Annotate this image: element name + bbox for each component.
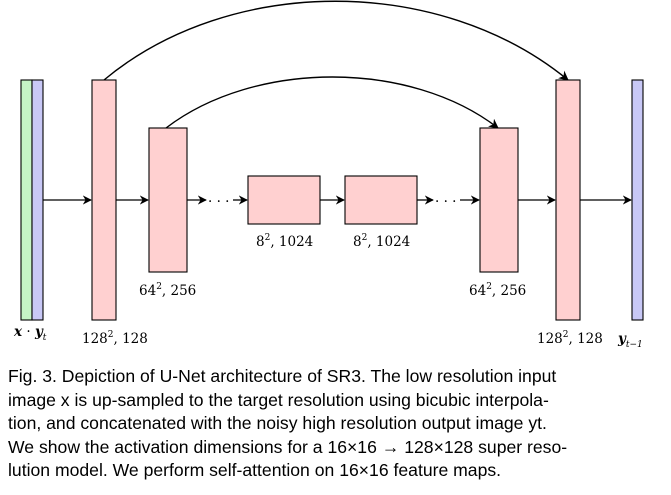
skip-arc-outer	[103, 0, 569, 81]
caption-line-3: tion, and concatenated with the noisy hi…	[8, 413, 547, 433]
label-mid2: 82, 1024	[353, 233, 410, 250]
caption-line-5: lution model. We perform self-attention …	[8, 460, 502, 480]
input-y-bar	[31, 79, 44, 321]
skip-arc-inner	[165, 76, 499, 129]
label-enc128: 1282, 128	[82, 330, 148, 347]
encoder-block-128	[91, 79, 117, 321]
figure-caption: Fig. 3. Depiction of U-Net architecture …	[8, 365, 663, 483]
label-output: yt−1	[617, 331, 643, 350]
label-dec128: 1282, 128	[537, 330, 603, 347]
decoder-block-64	[479, 127, 519, 273]
input-x-bar	[20, 79, 33, 321]
label-enc64: 642, 256	[139, 282, 196, 299]
label-dec64: 642, 256	[469, 282, 526, 299]
ellipsis-right: · · ·	[435, 194, 456, 210]
caption-line-1: Fig. 3. Depiction of U-Net architecture …	[8, 366, 557, 386]
label-mid1: 82, 1024	[256, 233, 313, 250]
bottleneck-block-1	[247, 175, 321, 225]
caption-line-4: We show the activation dimensions for a …	[8, 436, 568, 457]
encoder-block-64	[148, 127, 188, 273]
caption-line-2: image x is up-sampled to the target reso…	[8, 389, 549, 410]
output-bar	[631, 79, 644, 321]
bottleneck-block-2	[344, 175, 418, 225]
ellipsis-left: · · ·	[208, 194, 229, 210]
decoder-block-128	[555, 79, 581, 321]
label-input: x · yt	[13, 324, 47, 343]
